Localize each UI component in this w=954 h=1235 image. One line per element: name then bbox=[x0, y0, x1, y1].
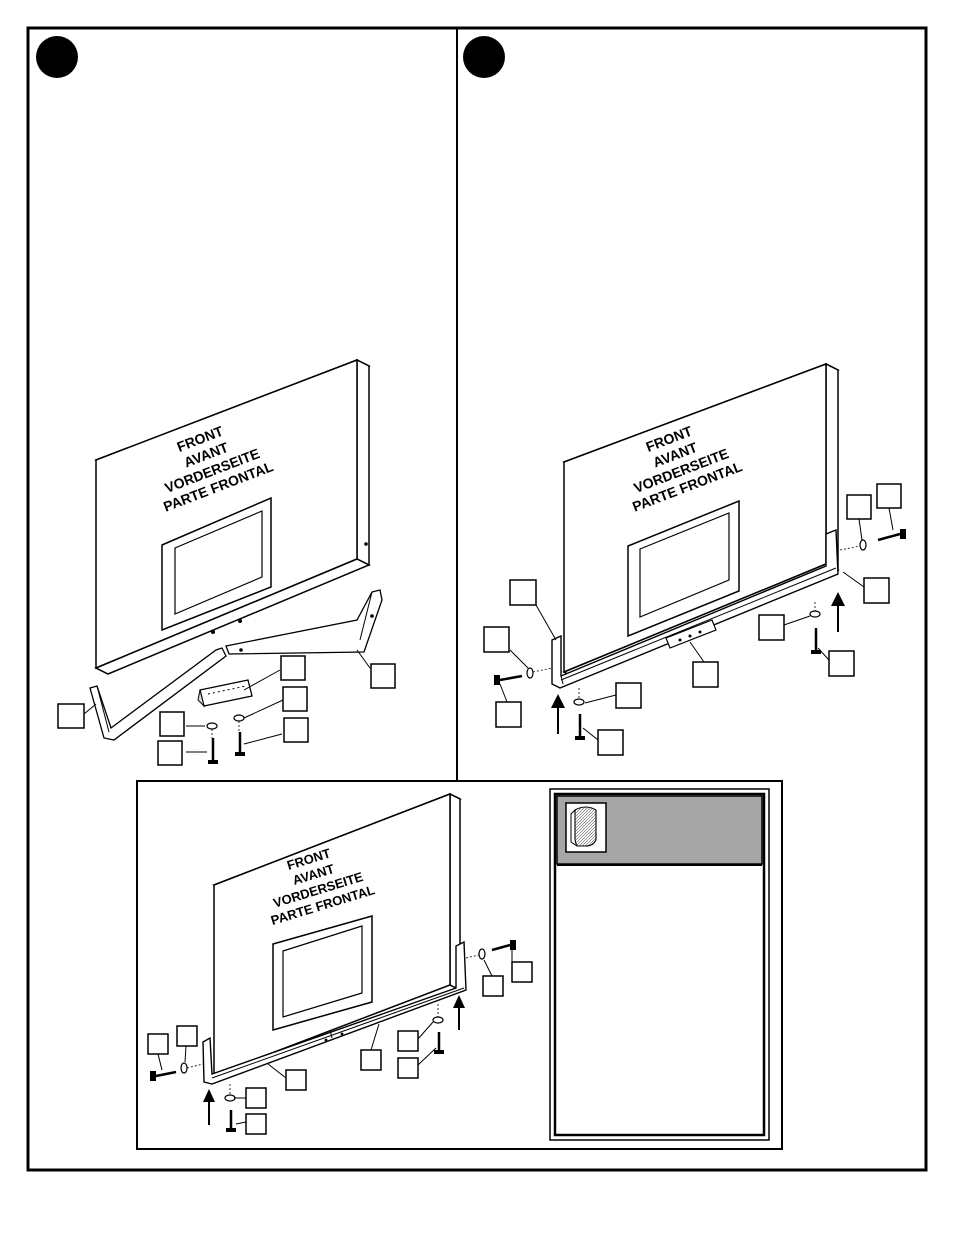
part-callout bbox=[176, 1025, 198, 1047]
part-callout bbox=[159, 711, 185, 737]
up-arrow bbox=[203, 1089, 215, 1125]
bracket-assembly bbox=[551, 528, 839, 689]
bolt bbox=[235, 732, 245, 756]
part-callout bbox=[758, 614, 785, 641]
up-arrow bbox=[551, 694, 565, 734]
part-callout bbox=[370, 663, 396, 689]
bolt bbox=[494, 674, 523, 685]
backboard: FRONT AVANT VORDERSEITE PARTE FRONTAL bbox=[212, 792, 462, 1077]
part-callout bbox=[509, 579, 537, 606]
part-callout bbox=[283, 717, 309, 743]
part-callout bbox=[245, 1087, 267, 1109]
step-marker-b bbox=[463, 36, 505, 78]
part-callout bbox=[285, 1069, 307, 1091]
part-callout bbox=[597, 729, 624, 756]
up-arrow bbox=[831, 592, 845, 632]
part-callout bbox=[57, 703, 85, 729]
part-callout bbox=[483, 626, 510, 653]
washer bbox=[432, 1016, 444, 1024]
part-callout bbox=[280, 655, 306, 681]
part-callout bbox=[876, 483, 902, 509]
part-callout bbox=[863, 577, 890, 604]
panel-b: FRONT AVANT VORDERSEITE PARTE FRONTAL bbox=[483, 362, 906, 756]
washer bbox=[180, 1062, 188, 1074]
washer bbox=[573, 698, 585, 706]
washer bbox=[526, 667, 534, 679]
part-callout bbox=[360, 1049, 382, 1071]
part-callout bbox=[245, 1113, 267, 1135]
washer bbox=[859, 539, 867, 551]
part-callout bbox=[397, 1030, 419, 1052]
part-callout bbox=[282, 686, 308, 712]
washer bbox=[206, 722, 218, 730]
outer-frame bbox=[26, 26, 928, 1172]
bracket-assembly bbox=[202, 940, 467, 1085]
part-callout bbox=[482, 975, 504, 997]
bolt bbox=[491, 940, 516, 952]
panel-a: FRONT AVANT VORDERSEITE PARTE FRONTAL bbox=[57, 358, 396, 766]
washer bbox=[478, 948, 486, 960]
washer bbox=[233, 714, 245, 722]
center-connector bbox=[197, 679, 253, 708]
backboard: FRONT AVANT VORDERSEITE PARTE FRONTAL bbox=[94, 358, 371, 675]
part-callout bbox=[511, 961, 533, 983]
part-callout bbox=[615, 682, 642, 709]
bracket-right bbox=[225, 589, 383, 655]
bolt bbox=[877, 529, 906, 542]
bolt bbox=[434, 1032, 444, 1054]
panel-c: FRONT AVANT VORDERSEITE PARTE FRONTAL bbox=[147, 792, 533, 1135]
parts-box bbox=[549, 788, 770, 1141]
bolt bbox=[575, 714, 585, 740]
step-marker-a bbox=[36, 36, 78, 78]
part-callout bbox=[157, 740, 183, 766]
bolt bbox=[208, 738, 218, 764]
hardware-bag-icon bbox=[565, 802, 607, 853]
part-callout bbox=[692, 661, 719, 688]
part-callout bbox=[828, 650, 855, 677]
bolt bbox=[226, 1110, 236, 1132]
part-callout bbox=[846, 494, 872, 520]
part-callout bbox=[397, 1057, 419, 1079]
bolt bbox=[150, 1070, 177, 1081]
bracket-left bbox=[89, 647, 227, 741]
washer bbox=[809, 610, 821, 618]
part-callout bbox=[495, 701, 522, 728]
part-callout bbox=[147, 1033, 169, 1055]
bolt bbox=[811, 628, 821, 654]
up-arrow bbox=[453, 995, 465, 1030]
washer bbox=[224, 1094, 236, 1102]
